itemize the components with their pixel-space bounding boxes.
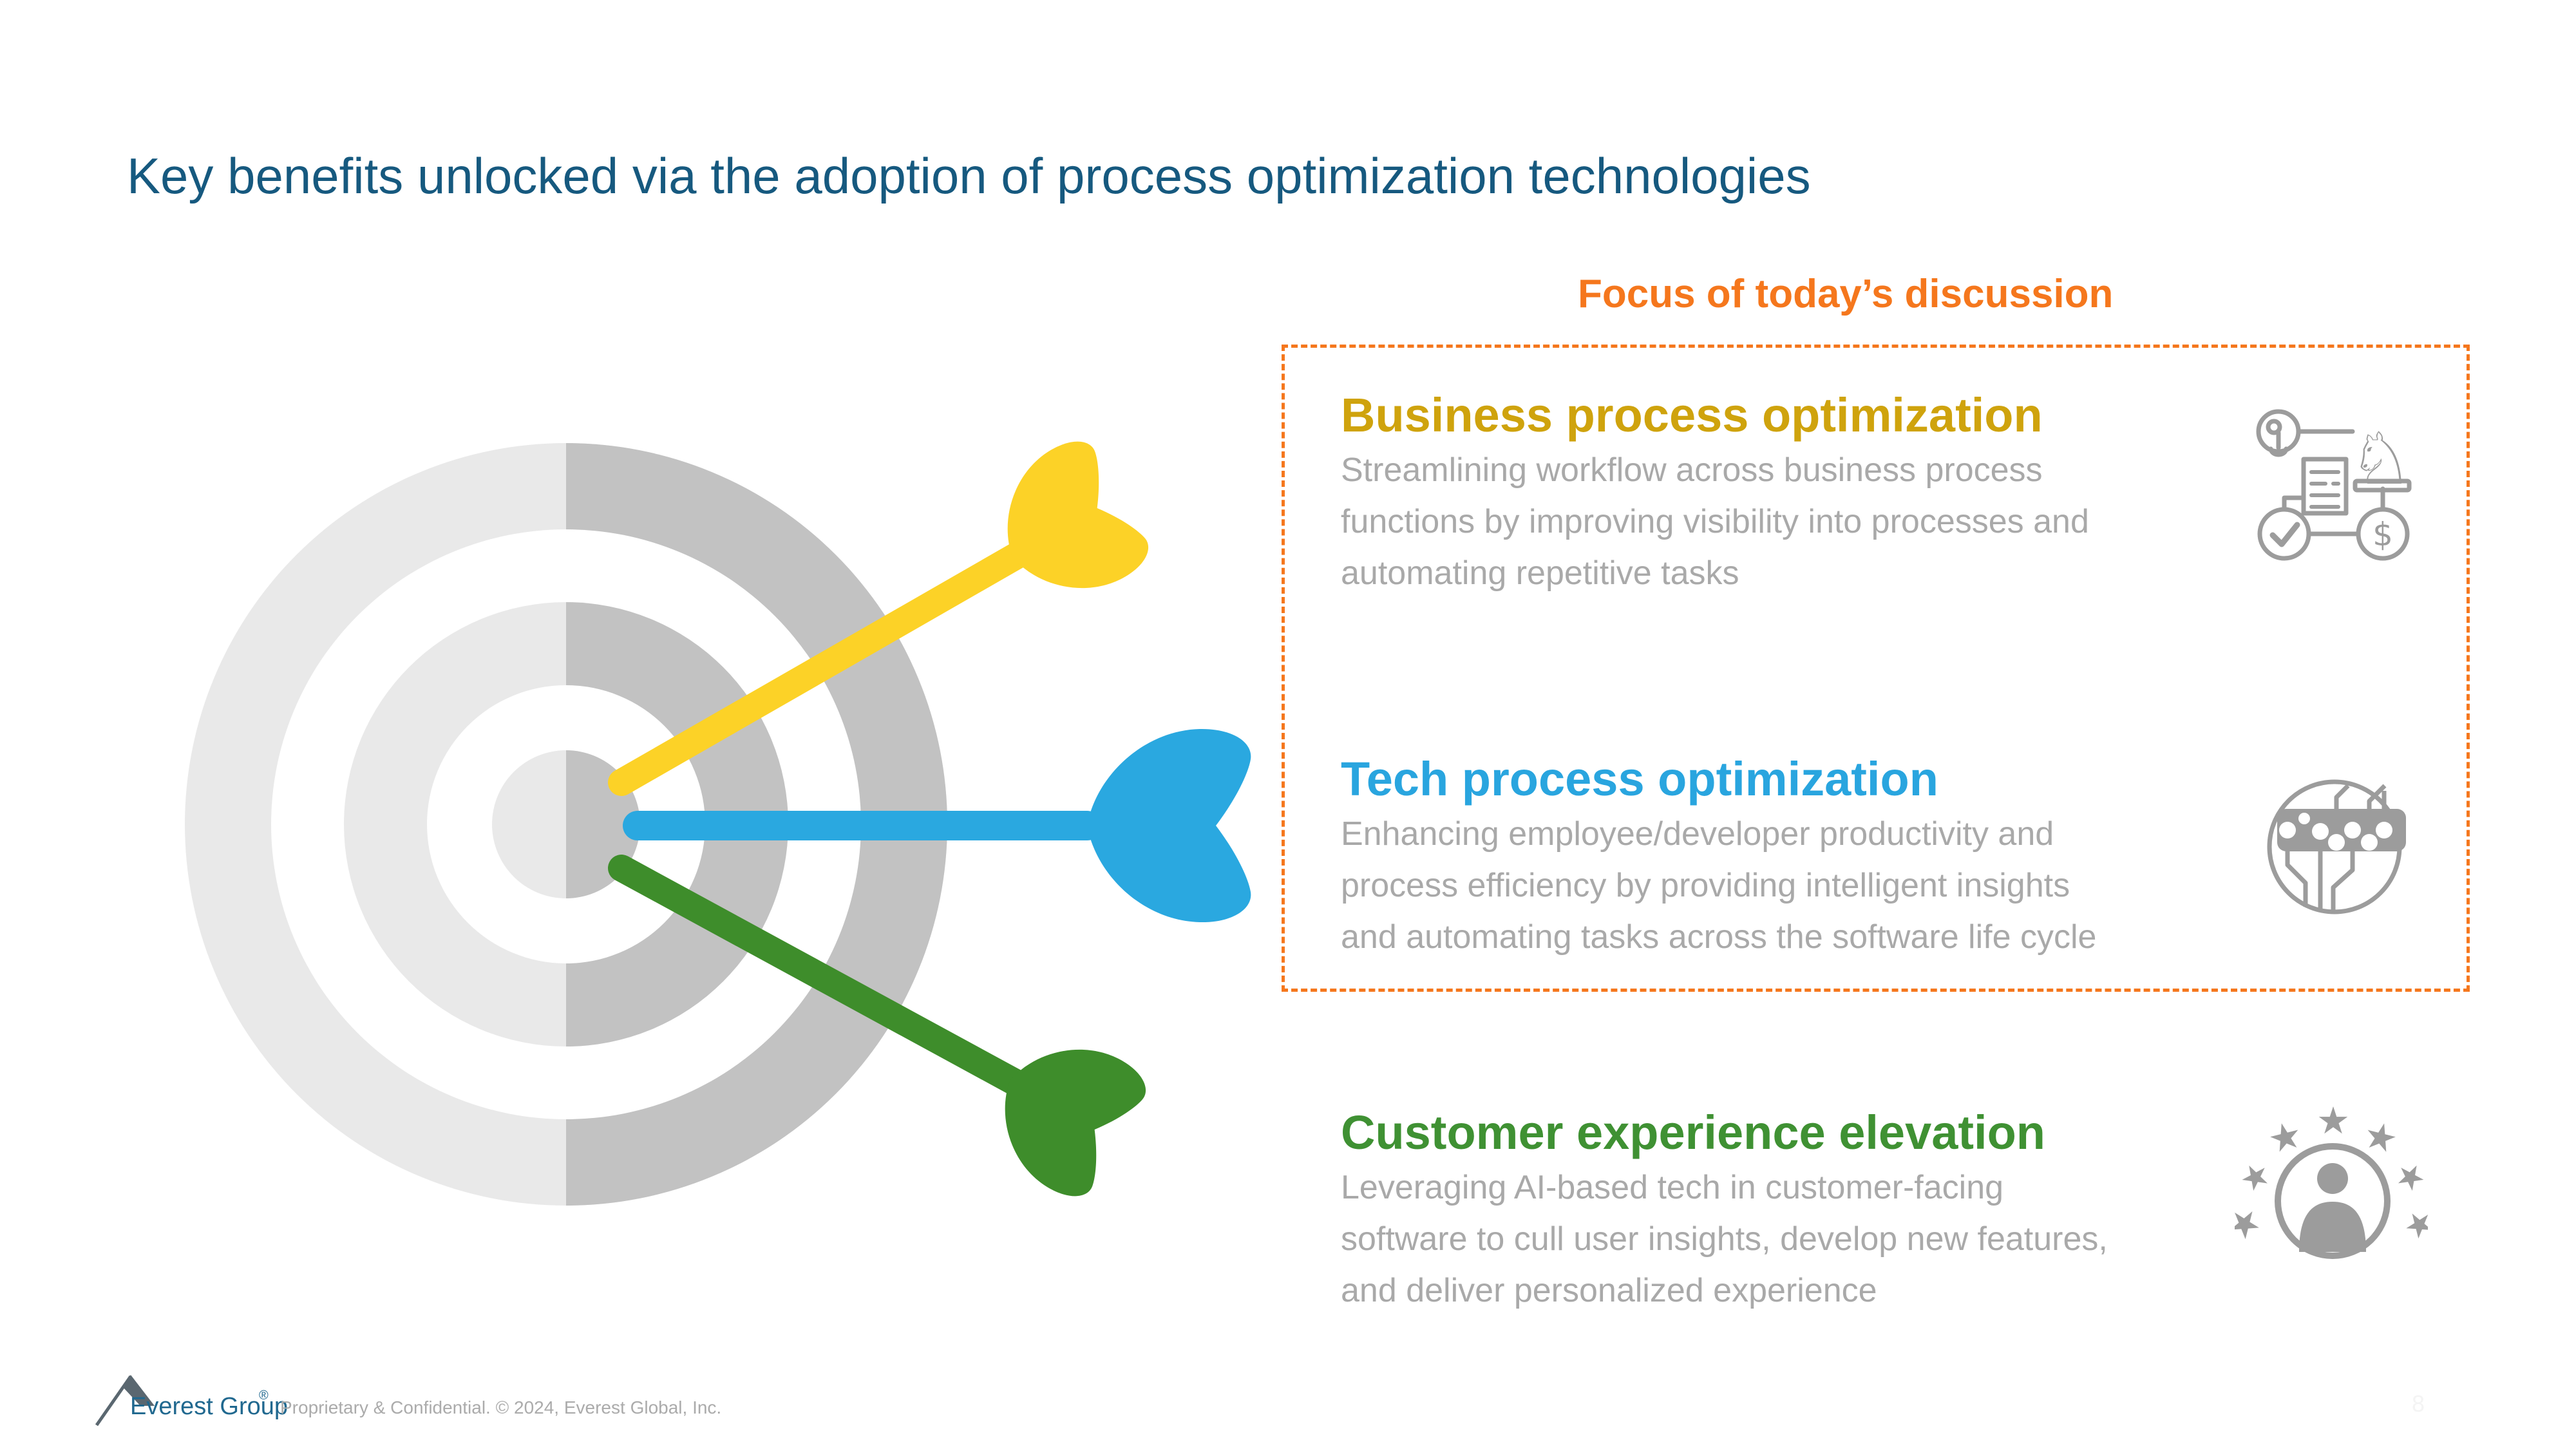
footer-confidential-text: Proprietary & Confidential. © 2024, Ever… (280, 1397, 722, 1417)
person-head (2317, 1163, 2348, 1194)
section-customer: Customer experience elevation Leveraging… (1341, 1109, 2108, 1316)
yellow-arrow-head (1007, 441, 1148, 589)
knight-pedestal (2353, 478, 2412, 493)
focus-discussion-label: Focus of today’s discussion (1578, 272, 2114, 316)
circuit-board-icon (2267, 779, 2406, 914)
dartboard-target-graphic (185, 441, 1251, 1206)
svg-text:★: ★ (2316, 1099, 2350, 1142)
page-title: Key benefits unlocked via the adoption o… (127, 147, 1811, 204)
logo-peak-left-line (95, 1375, 133, 1426)
svg-text:★: ★ (2388, 1153, 2428, 1202)
chess-knight-icon: ♘ (2349, 417, 2413, 501)
yellow-arrow (608, 441, 1148, 796)
section-body-customer: Leveraging AI-based tech in customer-fac… (1341, 1169, 2108, 1309)
logo-peak-icon (122, 1375, 155, 1406)
customer-stars-icon: ★ ★ ★ ★ ★ ★ ★ (2235, 1099, 2428, 1259)
section-heading-tech: Tech process optimization (1341, 752, 1938, 806)
green-arrow (608, 855, 1146, 1197)
blue-arrow-head (1087, 728, 1251, 923)
person-shoulders (2299, 1202, 2366, 1252)
dollar-circle-icon (2356, 507, 2410, 561)
logo-brand-text: Everest Group (130, 1393, 288, 1420)
dollar-sign: $ (2372, 516, 2393, 553)
section-heading-customer: Customer experience elevation (1341, 1106, 2045, 1159)
check-circle-icon (2257, 507, 2311, 561)
section-tech: Tech process optimization Enhancing empl… (1341, 755, 2096, 963)
green-arrow-head (1005, 1049, 1146, 1197)
logo-registered-mark: ® (259, 1388, 269, 1403)
document-icon (2301, 457, 2349, 516)
circuit-traces (2285, 784, 2387, 913)
person-circle (2275, 1143, 2391, 1259)
blue-arrow (623, 728, 1251, 923)
svg-text:★: ★ (2235, 1196, 2271, 1251)
connector-doc-check (2282, 495, 2306, 512)
everest-group-logo: Everest Group ® (95, 1375, 288, 1426)
strategy-process-icon: $ ♘ (2256, 409, 2413, 561)
svg-text:★: ★ (2359, 1112, 2402, 1162)
section-body-tech: Enhancing employee/developer productivit… (1341, 815, 2097, 956)
focus-dashed-box (1282, 345, 2470, 992)
svg-text:★: ★ (2264, 1112, 2307, 1162)
section-body-business: Streamlining workflow across business pr… (1341, 451, 2089, 592)
section-heading-business: Business process optimization (1341, 388, 2043, 442)
page-number: 8 (2412, 1390, 2425, 1417)
svg-text:★: ★ (2396, 1200, 2428, 1249)
circuit-pads (2279, 813, 2392, 851)
lightbulb-icon (2256, 409, 2301, 457)
section-business: Business process optimization Streamlini… (1341, 392, 2089, 599)
svg-text:★: ★ (2235, 1153, 2278, 1202)
